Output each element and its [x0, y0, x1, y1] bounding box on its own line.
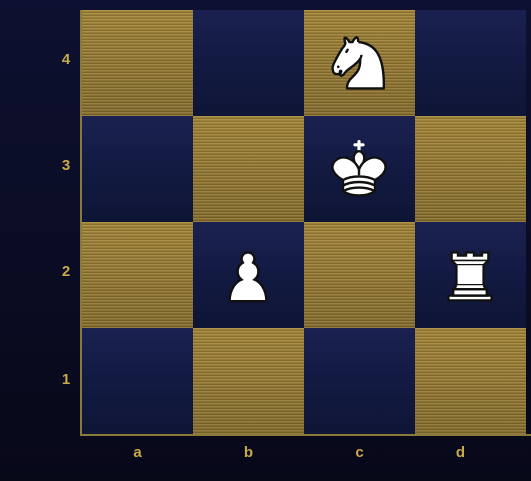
square-d1[interactable] [415, 328, 526, 434]
square-a2[interactable] [82, 222, 193, 328]
square-b4[interactable] [193, 10, 304, 116]
square-c2[interactable] [304, 222, 415, 328]
white-rook-icon[interactable] [430, 234, 510, 314]
chess-board [80, 10, 531, 436]
square-d4[interactable] [415, 10, 526, 116]
square-a3[interactable] [82, 116, 193, 222]
file-label-b: b [193, 444, 304, 461]
square-b1[interactable] [193, 328, 304, 434]
white-knight-icon[interactable] [319, 22, 399, 102]
square-a1[interactable] [82, 328, 193, 434]
square-a4[interactable] [82, 10, 193, 116]
white-pawn-icon[interactable] [208, 234, 288, 314]
rank-label-1: 1 [58, 371, 74, 388]
white-king-icon[interactable] [319, 128, 399, 208]
file-label-c: c [304, 444, 415, 461]
file-label-d: d [405, 444, 516, 461]
square-b3[interactable] [193, 116, 304, 222]
file-label-a: a [82, 444, 193, 461]
rank-label-4: 4 [58, 51, 74, 68]
rank-label-3: 3 [58, 157, 74, 174]
square-c1[interactable] [304, 328, 415, 434]
rank-label-2: 2 [58, 263, 74, 280]
square-d3[interactable] [415, 116, 526, 222]
